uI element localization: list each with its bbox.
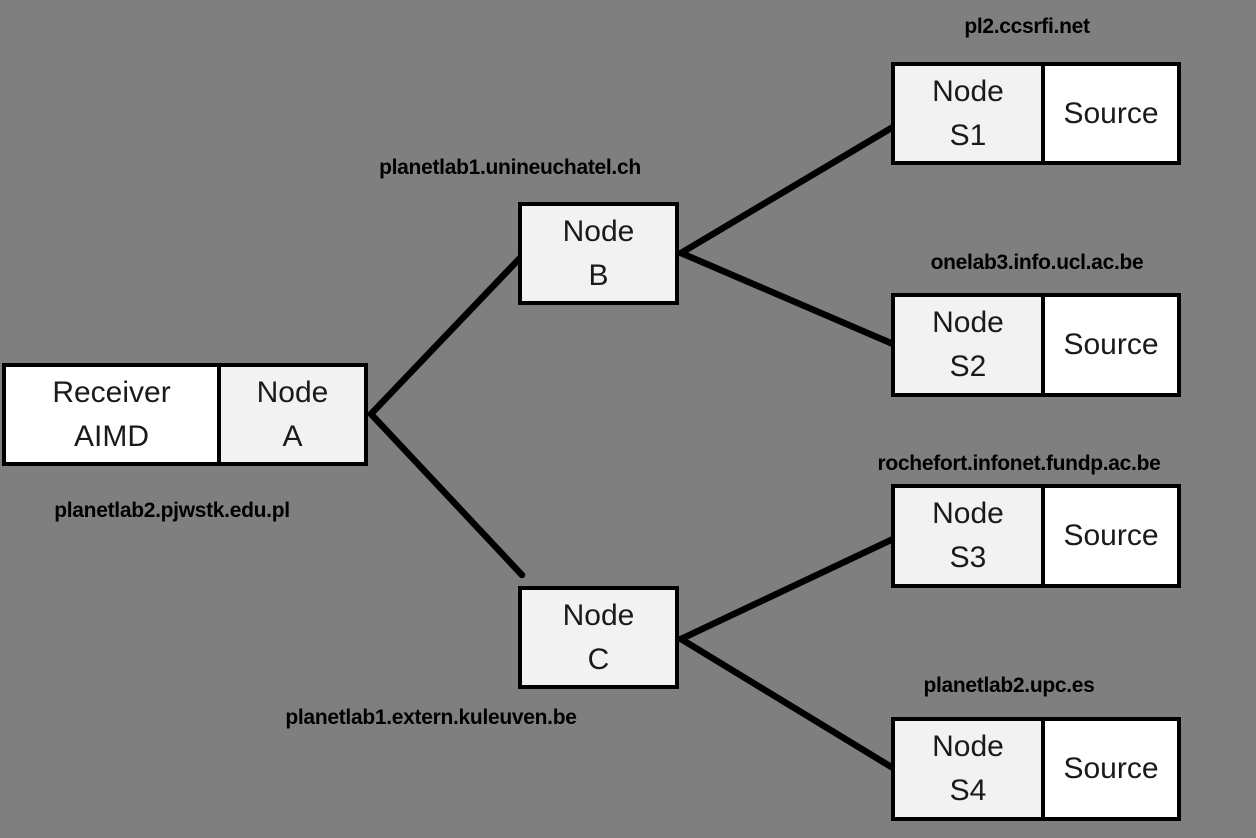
hostname-node-s3: rochefort.infonet.fundp.ac.be (877, 452, 1161, 475)
source-s3-label: Source (1063, 519, 1159, 552)
hostname-node-s2: onelab3.info.ucl.ac.be (930, 251, 1144, 274)
source-s2-cell: Source (1041, 297, 1177, 393)
receiver-cell: Receiver AIMD (6, 367, 217, 462)
node-s2-label-line1: Node (932, 306, 1004, 339)
node-s4-label-line2: S4 (949, 774, 987, 807)
node-c-cell: Node C (522, 590, 675, 685)
receiver-node-a-box: Receiver AIMD Node A (2, 363, 368, 466)
node-b-box: Node B (518, 202, 679, 305)
hostname-node-b: planetlab1.unineuchatel.ch (379, 156, 641, 179)
edge-node-b-node-s2 (677, 249, 897, 348)
edge-node-a-node-b (367, 254, 524, 418)
node-s4-cell: Node S4 (895, 721, 1041, 817)
node-c-label-line1: Node (562, 598, 635, 632)
node-a-cell: Node A (217, 367, 364, 462)
node-a-label-line2: A (282, 419, 303, 453)
node-s3-label-line1: Node (932, 497, 1004, 530)
node-s3-cell: Node S3 (895, 488, 1041, 584)
edge-node-c-node-s3 (677, 535, 897, 643)
hostname-node-s1: pl2.ccsrfi.net (964, 15, 1090, 38)
node-s3-label-line2: S3 (949, 541, 987, 574)
hostname-node-s4: planetlab2.upc.es (923, 674, 1095, 697)
node-s1-cell: Node S1 (895, 66, 1041, 161)
node-c-box: Node C (518, 586, 679, 689)
source-s2-label: Source (1063, 328, 1159, 361)
node-b-label-line1: Node (562, 214, 635, 248)
receiver-label-line1: Receiver (52, 375, 171, 409)
node-c-label-line2: C (587, 642, 610, 676)
edge-node-c-node-s4 (677, 635, 897, 772)
hostname-node-c: planetlab1.extern.kuleuven.be (285, 706, 577, 729)
source-s4-label: Source (1063, 752, 1159, 785)
node-s4-label-line1: Node (932, 730, 1004, 763)
edge-node-a-node-c (367, 410, 526, 579)
source-s1-cell: Source (1041, 66, 1177, 161)
node-s4-box: Node S4 Source (891, 717, 1181, 821)
source-s1-label: Source (1063, 96, 1159, 130)
node-b-label-line2: B (588, 258, 609, 292)
node-s2-cell: Node S2 (895, 297, 1041, 393)
node-s3-box: Node S3 Source (891, 484, 1181, 588)
receiver-label-line2: AIMD (74, 419, 149, 453)
source-s4-cell: Source (1041, 721, 1177, 817)
source-s3-cell: Source (1041, 488, 1177, 584)
edge-node-b-node-s1 (677, 123, 897, 257)
node-b-cell: Node B (522, 206, 675, 301)
hostname-node-a: planetlab2.pjwstk.edu.pl (54, 499, 290, 522)
node-s2-label-line2: S2 (949, 350, 987, 383)
node-s1-box: Node S1 Source (891, 62, 1181, 165)
node-s2-box: Node S2 Source (891, 293, 1181, 397)
node-s1-label-line2: S1 (949, 118, 987, 152)
node-a-label-line1: Node (256, 375, 329, 409)
node-s1-label-line1: Node (932, 74, 1004, 108)
